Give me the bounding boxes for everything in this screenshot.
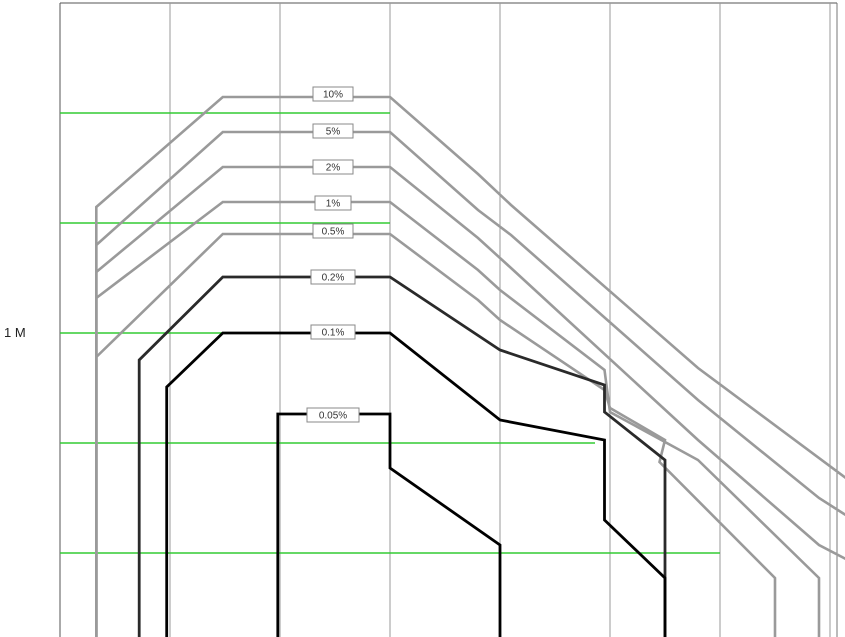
series-label-text: 10% <box>323 90 343 101</box>
series-line-2 <box>95 165 845 637</box>
series-label-0: 10% <box>312 86 354 102</box>
series-label-box <box>310 269 356 285</box>
series-label-box <box>312 159 354 175</box>
series-label-7: 0.05% <box>306 407 360 423</box>
series-line-1 <box>95 130 845 637</box>
series-label-5: 0.2% <box>310 269 356 285</box>
series-line-0 <box>95 95 845 637</box>
series-line-3 <box>95 200 821 637</box>
series-label-text: 1% <box>326 199 341 210</box>
axis-labels: 1 M <box>4 325 26 340</box>
series-label-4: 0.5% <box>312 223 354 239</box>
series-label-box <box>314 195 352 211</box>
series-label-text: 0.2% <box>322 273 345 284</box>
series-label-text: 0.1% <box>322 328 345 339</box>
series-line-4 <box>95 232 777 637</box>
series-label-3: 1% <box>314 195 352 211</box>
series-labels: 10% 5% 2% 1% 0.5% 0.2% 0.1% 0.05% <box>306 86 360 423</box>
series-label-box <box>312 223 354 239</box>
series-group <box>95 95 845 637</box>
series-label-box <box>306 407 360 423</box>
series-label-box <box>310 324 356 340</box>
series-label-1: 5% <box>312 123 354 139</box>
series-line-7 <box>276 412 502 637</box>
series-label-6: 0.1% <box>310 324 356 340</box>
series-label-text: 0.5% <box>322 227 345 238</box>
series-label-text: 0.05% <box>319 411 347 422</box>
series-line-5 <box>137 275 667 637</box>
series-label-text: 2% <box>326 163 341 174</box>
series-line-6 <box>165 331 667 637</box>
y-tick-label-0: 1 M <box>4 325 26 340</box>
series-label-box <box>312 123 354 139</box>
series-label-2: 2% <box>312 159 354 175</box>
grid <box>59 2 838 637</box>
series-label-box <box>312 86 354 102</box>
series-label-text: 5% <box>326 127 341 138</box>
